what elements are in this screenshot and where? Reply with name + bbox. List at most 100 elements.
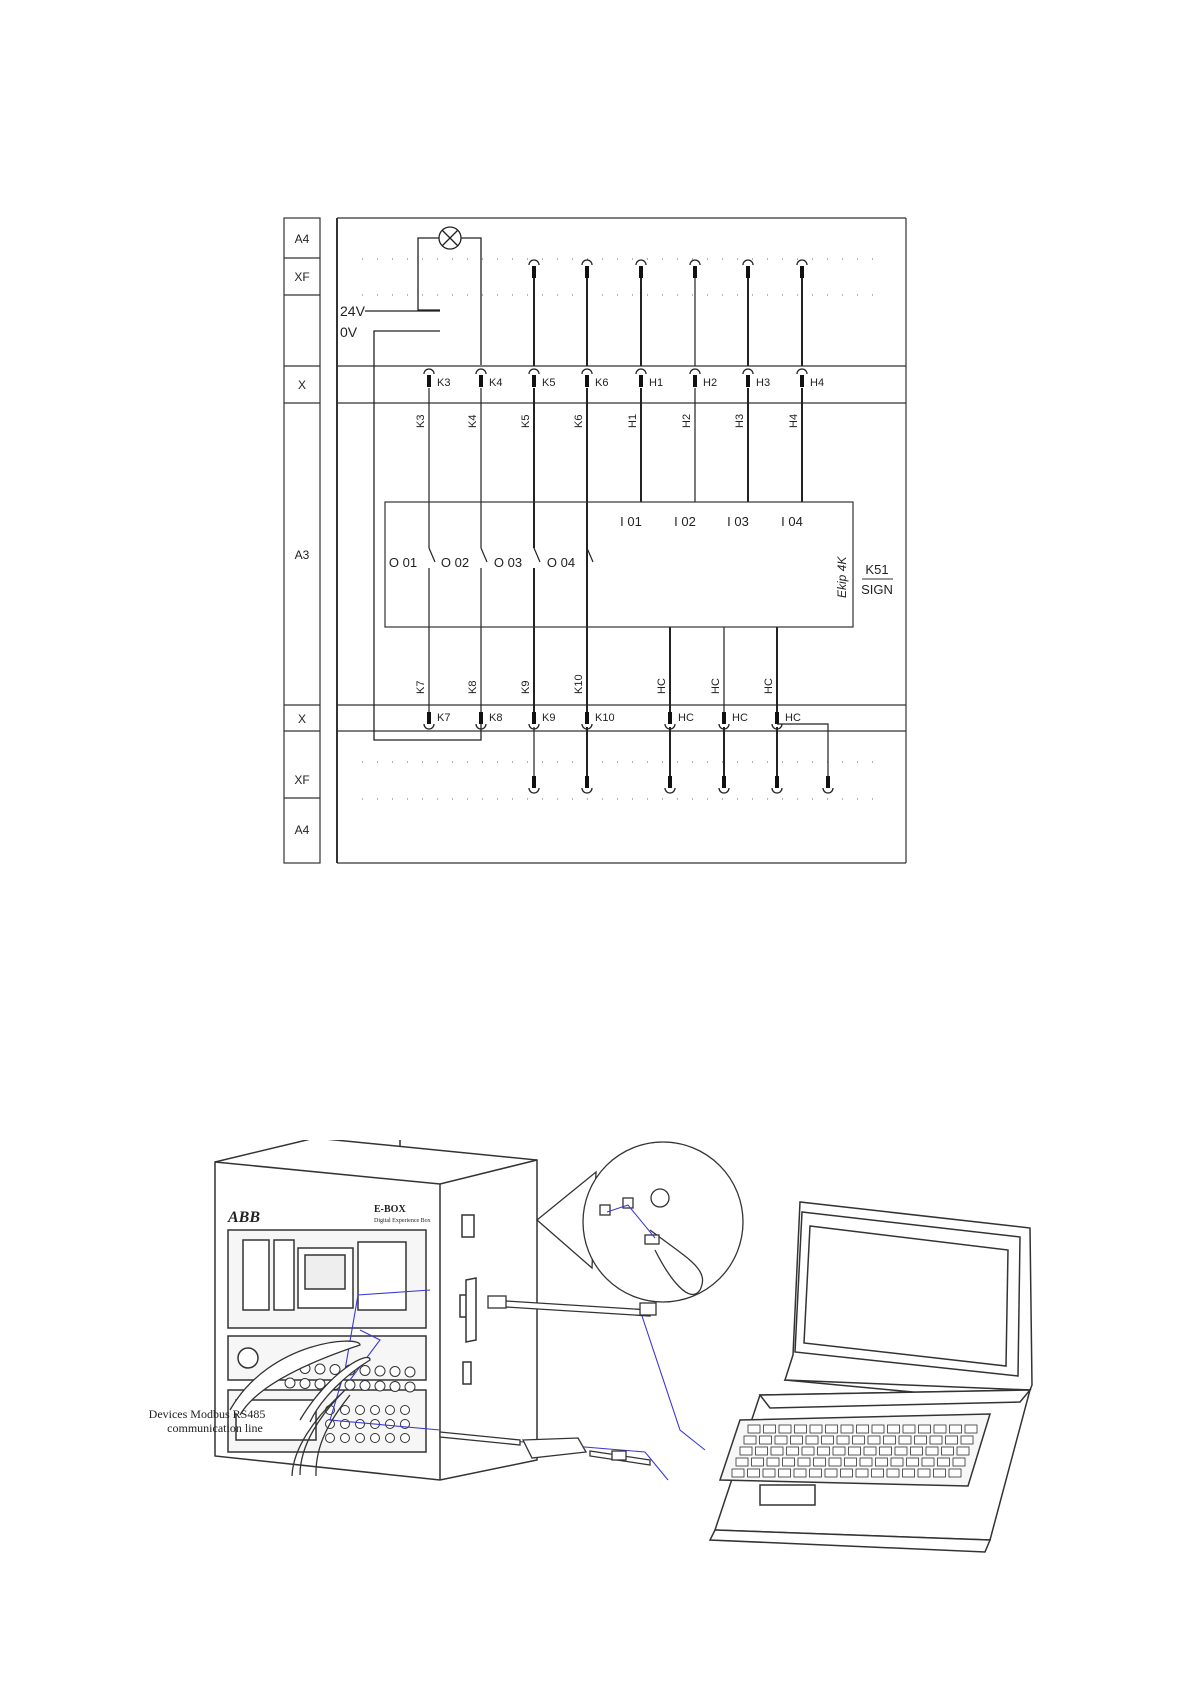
xf-bottom-pin (529, 776, 539, 793)
key (732, 1469, 744, 1477)
wire-label-k6: K6 (573, 415, 585, 428)
key (802, 1447, 814, 1455)
supply-24v-label: 24V (340, 303, 366, 319)
socket (386, 1406, 395, 1415)
terminal-label-k5: K5 (542, 377, 555, 389)
socket (405, 1367, 415, 1377)
key (860, 1458, 872, 1466)
terminal-label-h3: H3 (756, 377, 770, 389)
terminal-bottom-label: K9 (542, 712, 555, 724)
socket (371, 1434, 380, 1443)
key (814, 1458, 826, 1466)
key (857, 1425, 869, 1433)
input-label: I 03 (727, 514, 749, 529)
key (791, 1436, 803, 1444)
key (810, 1425, 822, 1433)
brand-logo: ABB (227, 1209, 260, 1226)
wire-label-bottom: K8 (467, 681, 479, 694)
row-label-a3: A3 (295, 548, 310, 562)
key (888, 1425, 900, 1433)
terminal-bottom-hc (665, 712, 675, 729)
key (771, 1447, 783, 1455)
key (953, 1458, 965, 1466)
key (903, 1425, 915, 1433)
socket (356, 1434, 365, 1443)
supply-0v-label: 0V (340, 324, 358, 340)
key (748, 1425, 760, 1433)
key (744, 1436, 756, 1444)
socket (390, 1382, 400, 1392)
terminal-k6 (582, 369, 592, 387)
caption-line-2: communication line (167, 1421, 263, 1435)
socket (356, 1406, 365, 1415)
wire-label-k3: K3 (415, 415, 427, 428)
key (856, 1469, 868, 1477)
key (760, 1436, 772, 1444)
socket (326, 1434, 335, 1443)
socket (300, 1379, 310, 1389)
key (853, 1436, 865, 1444)
key (938, 1458, 950, 1466)
output-contact (429, 548, 435, 562)
key (949, 1469, 961, 1477)
key (794, 1469, 806, 1477)
key (779, 1425, 791, 1433)
key (872, 1469, 884, 1477)
xf-bottom-pin (665, 776, 675, 793)
key (891, 1458, 903, 1466)
key (915, 1436, 927, 1444)
xf-bottom-pin (719, 776, 729, 793)
terminal-bottom-k7 (424, 712, 434, 729)
xf-top-pin (797, 260, 807, 278)
key (787, 1447, 799, 1455)
key (880, 1447, 892, 1455)
row-labels: A4 XF X A3 X XF A4 (294, 232, 309, 837)
terminal-label-h1: H1 (649, 377, 663, 389)
product-name: E-BOX (374, 1204, 406, 1215)
terminal-k4 (476, 369, 486, 387)
wire-label-bottom: HC (763, 678, 775, 694)
product-subtitle: Digital Experience Box (374, 1218, 431, 1224)
key (756, 1447, 768, 1455)
terminal-label-k4: K4 (489, 377, 502, 389)
module-name: Ekip 4K (835, 556, 849, 598)
socket (371, 1406, 380, 1415)
xf-bottom-pin (772, 776, 782, 793)
key (930, 1436, 942, 1444)
wire-label-h3: H3 (734, 414, 746, 428)
terminal-bottom-hc (772, 712, 782, 729)
key (884, 1436, 896, 1444)
caption-line-1: Devices Modbus RS485 (149, 1407, 266, 1421)
key (740, 1447, 752, 1455)
socket (315, 1364, 325, 1374)
wire-label-k5: K5 (520, 415, 532, 428)
key (957, 1447, 969, 1455)
row-label-a4-top: A4 (295, 232, 310, 246)
input-label: I 01 (620, 514, 642, 529)
wire-label-bottom: HC (656, 678, 668, 694)
socket (341, 1434, 350, 1443)
main-frame (337, 218, 906, 863)
key (806, 1436, 818, 1444)
terminal-k5 (529, 369, 539, 387)
wire-label-h2: H2 (681, 414, 693, 428)
terminal-label-h2: H2 (703, 377, 717, 389)
socket (345, 1380, 355, 1390)
terminal-bottom-hc (719, 712, 729, 729)
key (810, 1469, 822, 1477)
key (752, 1458, 764, 1466)
key (934, 1425, 946, 1433)
key (849, 1447, 861, 1455)
output-label: O 01 (389, 555, 417, 570)
key (748, 1469, 760, 1477)
terminal-h2 (690, 369, 700, 387)
row-label-xf-top: XF (294, 270, 309, 284)
supply-wires (365, 311, 481, 740)
key (926, 1447, 938, 1455)
wire-label-bottom: K7 (415, 681, 427, 694)
key (767, 1458, 779, 1466)
socket (341, 1406, 350, 1415)
key (934, 1469, 946, 1477)
terminal-label-k6: K6 (595, 377, 608, 389)
key (798, 1458, 810, 1466)
